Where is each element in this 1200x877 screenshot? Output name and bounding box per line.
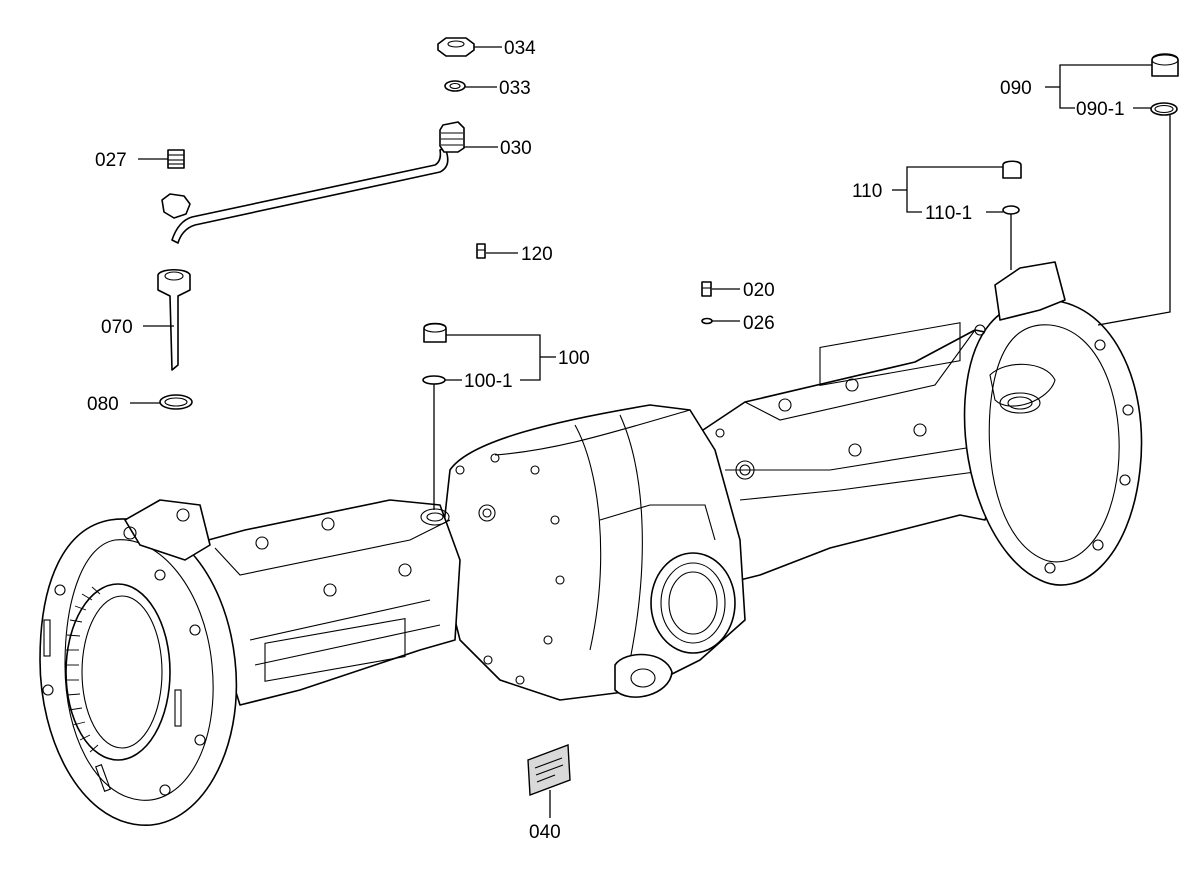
callout-090-1: 090-1 [1076, 99, 1125, 120]
axle-beam-right [699, 329, 1011, 586]
breather-valve-030 [439, 121, 465, 153]
plug-120 [476, 243, 486, 259]
callout-020: 020 [743, 280, 775, 301]
hub-flange-right [963, 299, 1143, 586]
callout-033: 033 [499, 78, 531, 99]
pinion-opening [650, 552, 736, 654]
axle-housing [39, 261, 1143, 826]
seal-ring-026 [701, 317, 713, 325]
callout-100: 100 [558, 348, 590, 369]
breather-pipe-tube [171, 147, 449, 244]
plug-020 [701, 281, 712, 297]
callout-110: 110 [852, 181, 882, 202]
seal-ring-110-1 [1002, 205, 1020, 215]
callout-034: 034 [504, 38, 536, 59]
callout-080: 080 [87, 394, 119, 415]
plug-100 [423, 322, 447, 343]
callout-030: 030 [500, 138, 532, 159]
callout-090: 090 [1000, 78, 1032, 99]
o-ring-080 [159, 394, 193, 410]
callout-027: 027 [95, 150, 127, 171]
differential-housing [439, 404, 746, 701]
mounting-lug [614, 653, 673, 698]
leader-lines [130, 46, 1171, 818]
breather-pipe [161, 121, 465, 244]
callout-110-1: 110-1 [925, 203, 972, 224]
ring-gear-teeth [66, 586, 101, 753]
washer-033 [444, 80, 466, 92]
callout-070: 070 [101, 317, 133, 338]
seal-ring-100-1 [422, 375, 446, 385]
ring-gear [65, 583, 171, 761]
dipstick-070 [157, 268, 191, 371]
callout-120: 120 [521, 244, 553, 265]
axle-beam-left [189, 499, 461, 706]
plug-110 [1002, 160, 1022, 179]
callout-026: 026 [743, 313, 775, 334]
callout-100-1: 100-1 [464, 371, 513, 392]
fitting-027 [167, 149, 185, 169]
spring-pad-right [994, 261, 1066, 321]
pipe-nut-left [161, 193, 191, 219]
callout-labels: 034 033 030 027 120 070 080 100 100-1 02… [87, 38, 1125, 843]
callout-040: 040 [529, 822, 561, 843]
